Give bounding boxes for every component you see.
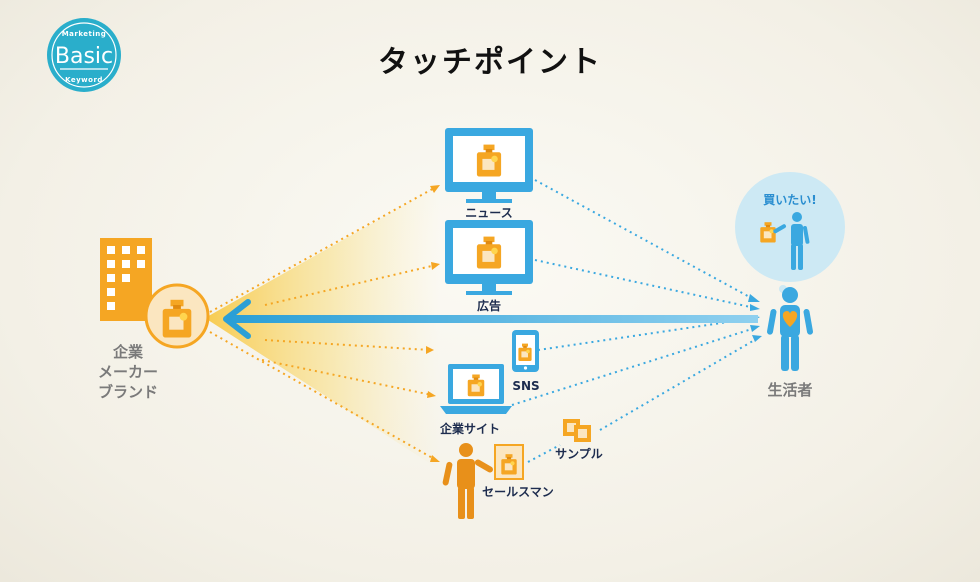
- outreach-arrowheads: [426, 185, 440, 462]
- badge-main-text: Basic: [55, 44, 113, 69]
- brand-product-circle: [144, 283, 210, 349]
- ad-monitor-icon: [445, 220, 533, 295]
- sample-label: サンプル: [555, 446, 603, 461]
- page-title: タッチポイント: [378, 45, 602, 80]
- brand-label-line-2: メーカー: [98, 363, 158, 381]
- news-label: ニュース: [465, 206, 512, 220]
- ad-label: 広告: [477, 298, 501, 313]
- salesperson-product-board: [494, 444, 524, 480]
- marketing-basic-badge: Marketing Basic Keyword: [47, 18, 121, 92]
- bubble-person-icon: [773, 212, 810, 270]
- salesperson-icon: [442, 443, 493, 519]
- heart-icon: [782, 311, 798, 327]
- brand-label-line-3: ブランド: [98, 383, 158, 401]
- brand-label-line-1: 企業: [112, 343, 144, 361]
- sample-icon: [563, 419, 591, 442]
- brand-label: 企業 メーカー ブランド: [98, 343, 158, 401]
- badge-top-text: Marketing: [62, 30, 107, 38]
- salesperson-label: セールスマン: [482, 485, 554, 499]
- outreach-fan: [205, 185, 440, 470]
- brand-building-icon: [100, 238, 152, 321]
- consumer-arrowheads: [748, 294, 762, 342]
- badge-bottom-text: Keyword: [65, 76, 103, 84]
- feedback-beam: [223, 299, 758, 339]
- website-laptop-icon: [440, 364, 512, 414]
- news-monitor-icon: [445, 128, 533, 203]
- consumer-thought-bubble: 買いたい!: [735, 172, 845, 293]
- sns-phone-icon: [512, 330, 539, 372]
- consumer-arrows: [511, 179, 759, 463]
- consumer-person-icon: [767, 287, 813, 371]
- brand-outreach-arrows: [209, 186, 437, 461]
- website-label: 企業サイト: [439, 421, 500, 436]
- consumer-label: 生活者: [767, 381, 812, 399]
- sns-label: SNS: [512, 379, 539, 393]
- bubble-text: 買いたい!: [763, 193, 816, 207]
